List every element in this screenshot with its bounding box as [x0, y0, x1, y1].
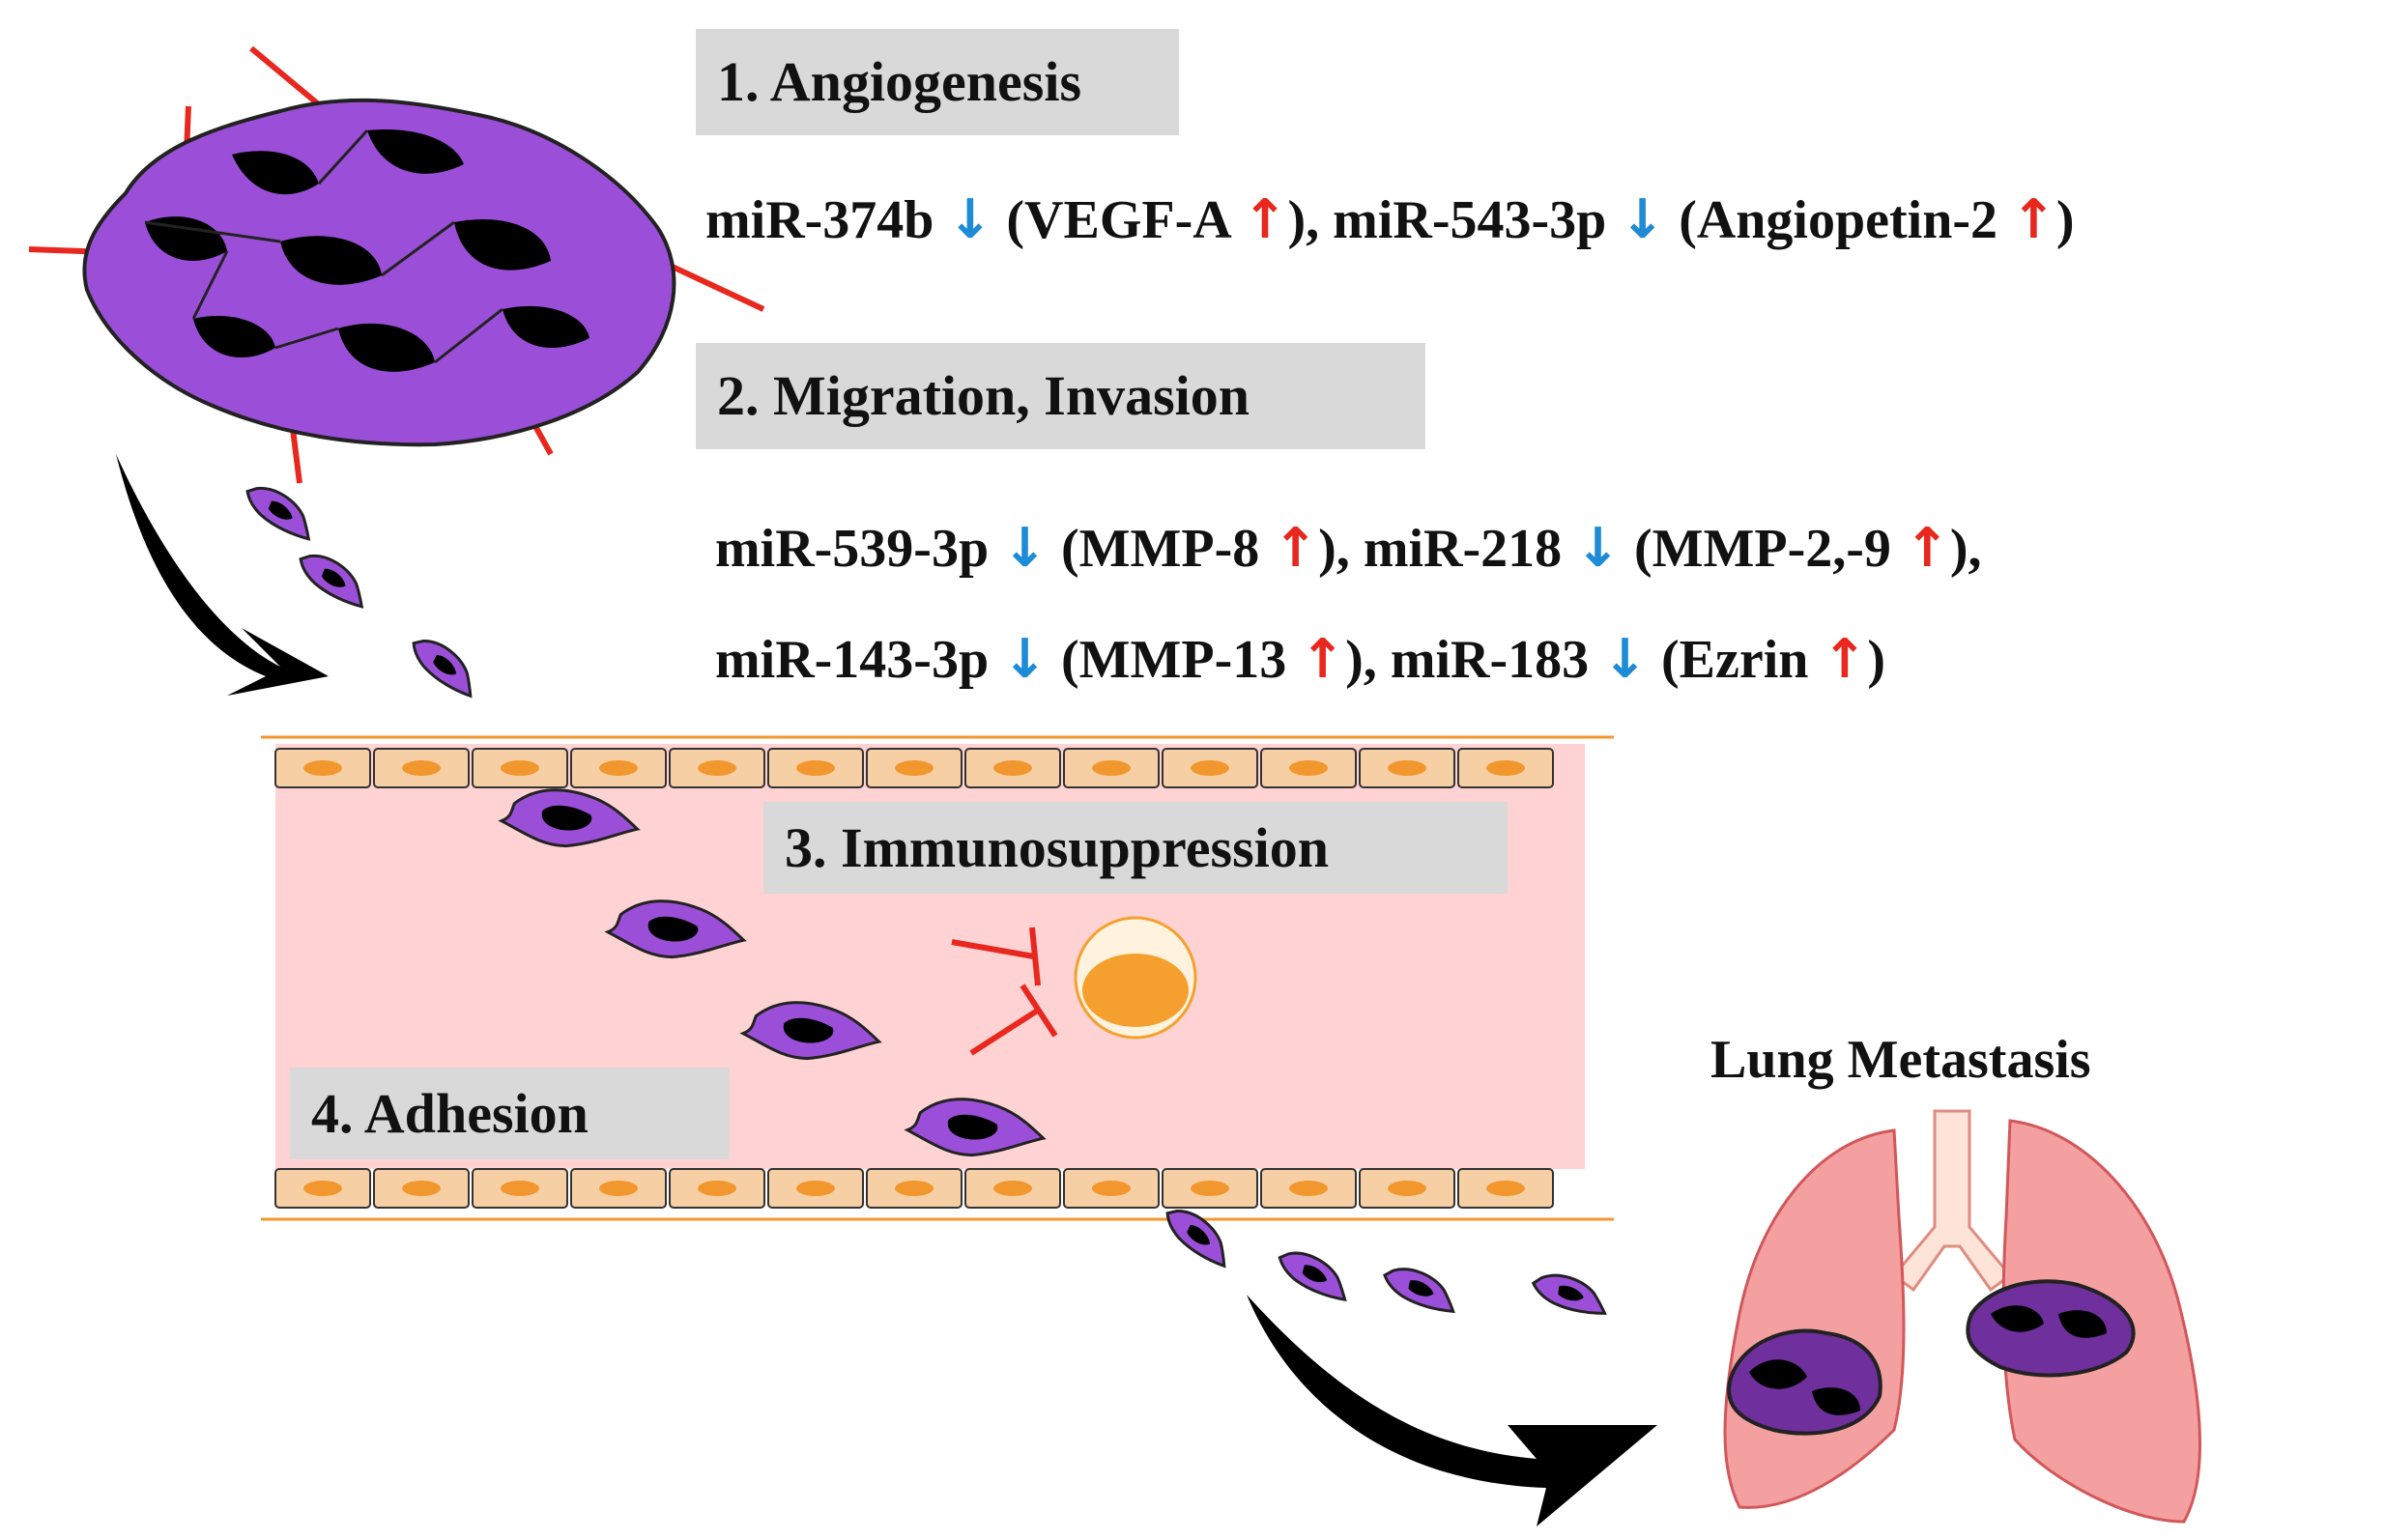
- step-adhesion: 4. Adhesion: [290, 1068, 730, 1159]
- escaping-cell: [292, 543, 376, 615]
- step-immunosuppression: 3. Immunosuppression: [763, 802, 1508, 894]
- extravasating-cell: [1527, 1265, 1614, 1323]
- lung-metastasis-title: Lung Metastasis: [1710, 1030, 2091, 1090]
- down-arrow-icon: ↓: [1620, 188, 1666, 251]
- target-close: ): [2055, 190, 2075, 250]
- intravasation-arrow: [116, 454, 329, 696]
- target-label: (Angiopetin-2: [1679, 190, 1997, 250]
- mirna-label: miR-143-3p: [715, 630, 990, 690]
- target-close: ),: [1318, 519, 1350, 579]
- target-close: ),: [1287, 190, 1320, 250]
- down-arrow-icon: ↓: [1002, 517, 1049, 580]
- escaping-cell: [404, 628, 486, 704]
- lungs: [1723, 1109, 2201, 1524]
- up-arrow-icon: ↑: [2010, 188, 2056, 251]
- immune-cell: [1074, 916, 1197, 1040]
- up-arrow-icon: ↑: [1300, 628, 1346, 691]
- target-close: ),: [1345, 630, 1377, 690]
- step-migration: 2. Migration, Invasion: [696, 343, 1425, 449]
- target-label: (Ezrin: [1661, 630, 1809, 690]
- step-migration-label: 2. Migration, Invasion: [717, 364, 1250, 427]
- mirna-label: miR-374b: [705, 190, 934, 250]
- down-arrow-icon: ↓: [1575, 517, 1622, 580]
- escaping-cell: [239, 475, 323, 548]
- metastasis-arrow: [1247, 1295, 1657, 1526]
- step-angiogenesis-label: 1. Angiogenesis: [717, 50, 1082, 113]
- target-label: (VEGF-A: [1006, 190, 1229, 250]
- target-label: (MMP-13: [1061, 630, 1287, 690]
- extravasating-cell: [1158, 1198, 1240, 1274]
- step-adhesion-label: 4. Adhesion: [311, 1081, 589, 1145]
- angiogenesis-mirna-line: miR-374b ↓ (VEGF-A ↑), miR-543-3p ↓ (Ang…: [705, 190, 2075, 250]
- extravasating-cell: [1272, 1241, 1358, 1309]
- target-label: (MMP-8: [1061, 519, 1260, 579]
- target-label: (MMP-2,-9: [1634, 519, 1891, 579]
- up-arrow-icon: ↑: [1242, 188, 1288, 251]
- down-arrow-icon: ↓: [947, 188, 993, 251]
- up-arrow-icon: ↑: [1904, 517, 1950, 580]
- migration-mirna-line-1: miR-539-3p ↓ (MMP-8 ↑), miR-218 ↓ (MMP-2…: [715, 519, 1982, 579]
- up-arrow-icon: ↑: [1273, 517, 1319, 580]
- extravasating-cell: [1378, 1257, 1464, 1321]
- primary-tumor: [28, 45, 765, 484]
- target-close: ): [1867, 630, 1886, 690]
- inhibition-marks: [951, 927, 1058, 1056]
- step-immunosuppression-label: 3. Immunosuppression: [785, 815, 1330, 879]
- mirna-label: miR-183: [1390, 630, 1590, 690]
- target-close: ),: [1949, 519, 1982, 579]
- down-arrow-icon: ↓: [1002, 628, 1049, 691]
- mirna-label: miR-539-3p: [715, 519, 990, 579]
- migration-mirna-line-2: miR-143-3p ↓ (MMP-13 ↑), miR-183 ↓ (Ezri…: [715, 630, 1886, 690]
- mirna-label: miR-218: [1363, 519, 1563, 579]
- mirna-label: miR-543-3p: [1333, 190, 1607, 250]
- step-angiogenesis: 1. Angiogenesis: [696, 29, 1179, 135]
- up-arrow-icon: ↑: [1822, 628, 1868, 691]
- down-arrow-icon: ↓: [1602, 628, 1649, 691]
